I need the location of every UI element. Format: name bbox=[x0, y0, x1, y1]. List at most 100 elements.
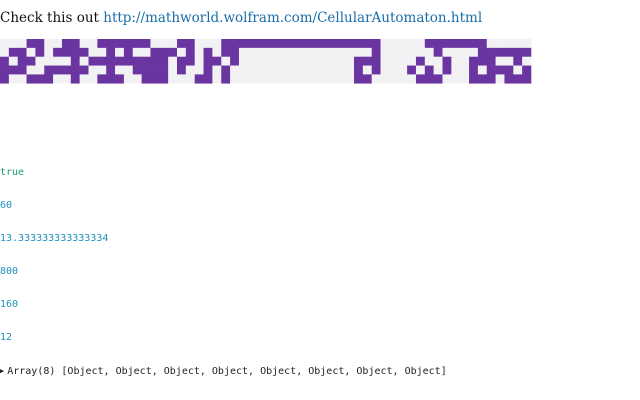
automaton-cell bbox=[247, 39, 257, 49]
automaton-cell bbox=[327, 65, 337, 75]
automaton-cell bbox=[8, 74, 18, 84]
automaton-cell bbox=[354, 65, 364, 75]
automaton-cell bbox=[424, 65, 434, 75]
automaton-cell bbox=[380, 65, 390, 75]
automaton-cell bbox=[442, 74, 452, 84]
automaton-cell bbox=[97, 65, 107, 75]
automaton-cell bbox=[159, 47, 169, 57]
automaton-cell bbox=[415, 56, 426, 66]
automaton-cell bbox=[132, 56, 142, 66]
automaton-cell bbox=[141, 39, 151, 49]
automaton-cell bbox=[345, 56, 355, 66]
automaton-cell bbox=[389, 65, 399, 75]
automaton-cell bbox=[8, 39, 18, 49]
automaton-cell bbox=[371, 39, 381, 49]
automaton-cell bbox=[362, 47, 372, 57]
automaton-cell bbox=[300, 39, 311, 49]
automaton-cell bbox=[486, 39, 496, 49]
automaton-cell bbox=[433, 56, 443, 66]
automaton-cell bbox=[283, 56, 293, 66]
automaton-cell bbox=[336, 56, 346, 66]
automaton-cell bbox=[115, 47, 125, 57]
automaton-cell bbox=[61, 39, 72, 49]
automaton-cell bbox=[221, 47, 231, 57]
automaton-cell bbox=[513, 47, 523, 57]
automaton-cell bbox=[53, 65, 63, 75]
automaton-cell bbox=[256, 56, 266, 66]
automaton-cell bbox=[159, 74, 169, 84]
automaton-cell bbox=[177, 65, 187, 75]
automaton-cell bbox=[97, 39, 107, 49]
mathworld-link[interactable]: http://mathworld.wolfram.com/CellularAut… bbox=[103, 10, 483, 26]
output-number-5: 12 bbox=[0, 332, 13, 343]
automaton-cell bbox=[185, 39, 195, 49]
automaton-cell bbox=[265, 65, 275, 75]
automaton-cell bbox=[115, 56, 125, 66]
automaton-cell bbox=[88, 65, 98, 75]
automaton-cell bbox=[486, 47, 496, 57]
automaton-cell bbox=[247, 74, 257, 84]
automaton-cell bbox=[150, 56, 160, 66]
automaton-cell bbox=[106, 65, 116, 75]
automaton-cell bbox=[177, 39, 187, 49]
automaton-cell bbox=[354, 39, 364, 49]
automaton-cell bbox=[194, 65, 204, 75]
automaton-cell bbox=[424, 47, 434, 57]
automaton-cell bbox=[203, 39, 213, 49]
automaton-cell bbox=[469, 39, 479, 49]
automaton-cell bbox=[327, 39, 337, 49]
automaton-cell bbox=[35, 65, 45, 75]
automaton-cell bbox=[407, 39, 417, 49]
automaton-cell bbox=[292, 65, 302, 75]
automaton-cell bbox=[0, 74, 10, 84]
automaton-cell bbox=[256, 65, 266, 75]
automaton-cell bbox=[398, 39, 408, 49]
automaton-cell bbox=[318, 56, 328, 66]
automaton-cell bbox=[159, 56, 169, 66]
expand-triangle-icon[interactable]: ▶ bbox=[0, 367, 5, 375]
automaton-cell bbox=[451, 47, 461, 57]
automaton-cell bbox=[26, 39, 36, 49]
automaton-cell bbox=[318, 47, 328, 57]
automaton-cell bbox=[522, 74, 532, 84]
automaton-cell bbox=[79, 56, 89, 66]
automaton-cell bbox=[70, 74, 80, 84]
automaton-cell bbox=[115, 39, 125, 49]
automaton-cell bbox=[362, 39, 372, 49]
automaton-cell bbox=[477, 47, 488, 57]
automaton-cell bbox=[44, 65, 54, 75]
automaton-cell bbox=[194, 74, 204, 84]
automaton-cell bbox=[159, 39, 169, 49]
automaton-cell bbox=[522, 47, 532, 57]
automaton-cell bbox=[433, 74, 443, 84]
automaton-cell bbox=[469, 47, 479, 57]
output-array[interactable]: ▶Array(8) [Object, Object, Object, Objec… bbox=[0, 366, 447, 377]
automaton-cell bbox=[247, 56, 257, 66]
automaton-cell bbox=[106, 39, 116, 49]
automaton-cell bbox=[442, 56, 452, 66]
automaton-cell bbox=[504, 47, 514, 57]
automaton-cell bbox=[274, 39, 284, 49]
automaton-cell bbox=[327, 56, 337, 66]
automaton-cell bbox=[8, 65, 18, 75]
automaton-cell bbox=[309, 39, 319, 49]
automaton-cell bbox=[8, 56, 18, 66]
automaton-cell bbox=[513, 39, 523, 49]
automaton-cell bbox=[265, 74, 275, 84]
automaton-cell bbox=[424, 56, 434, 66]
automaton-cell bbox=[415, 39, 426, 49]
automaton-cell bbox=[168, 39, 178, 49]
automaton-cell bbox=[185, 74, 195, 84]
automaton-cell bbox=[522, 65, 532, 75]
automaton-cell bbox=[495, 47, 505, 57]
automaton-cell bbox=[283, 74, 293, 84]
automaton-cell bbox=[292, 39, 302, 49]
automaton-cell bbox=[477, 74, 488, 84]
output-number-3: 800 bbox=[0, 266, 19, 277]
automaton-cell bbox=[141, 65, 151, 75]
automaton-cell bbox=[318, 39, 328, 49]
automaton-cell bbox=[407, 65, 417, 75]
automaton-cell bbox=[106, 56, 116, 66]
automaton-cell bbox=[0, 56, 10, 66]
automaton-cell bbox=[398, 74, 408, 84]
